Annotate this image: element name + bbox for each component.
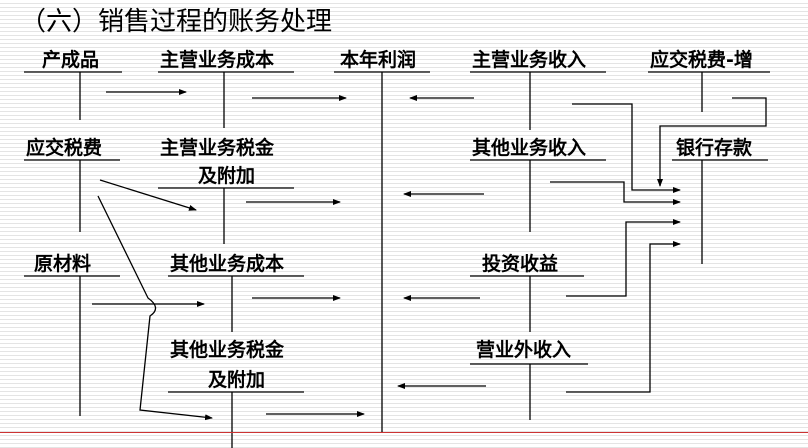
account-raw-materials: 原材料 bbox=[34, 253, 92, 275]
account-main-business-income: 主营业务收入 bbox=[472, 49, 587, 71]
arrow-taxes-to-other-tax bbox=[97, 195, 213, 421]
account-other-business-cost: 其他业务成本 bbox=[170, 253, 285, 275]
arrow-vat-to-bank bbox=[657, 97, 767, 187]
account-other-business-income: 其他业务收入 bbox=[472, 137, 587, 159]
account-main-business-tax-line1: 主营业务税金 bbox=[160, 137, 275, 159]
arrow-investment-to-bank bbox=[566, 219, 681, 297]
account-other-business-tax-line2: 及附加 bbox=[208, 369, 266, 391]
account-annual-profit: 本年利润 bbox=[340, 49, 417, 71]
account-main-business-cost: 主营业务成本 bbox=[160, 49, 275, 71]
arrow-income-to-bank bbox=[572, 103, 681, 193]
bottom-rule bbox=[0, 432, 808, 433]
account-main-business-tax-line2: 及附加 bbox=[198, 165, 256, 187]
slide-title: （六）销售过程的账务处理 bbox=[20, 7, 333, 37]
account-investment-income: 投资收益 bbox=[482, 253, 559, 275]
account-finished-goods: 产成品 bbox=[42, 49, 100, 71]
arrow-taxes-to-tax-expense bbox=[99, 179, 197, 211]
arrow-other-income-to-bank bbox=[550, 181, 681, 205]
account-bank-deposit: 银行存款 bbox=[676, 137, 753, 159]
account-taxes-payable: 应交税费 bbox=[26, 137, 103, 159]
account-non-operating-income: 营业外收入 bbox=[476, 339, 572, 361]
arrow-non-operating-to-bank bbox=[566, 241, 681, 393]
account-other-business-tax-line1: 其他业务税金 bbox=[170, 339, 285, 361]
account-vat-payable: 应交税费-增 bbox=[650, 49, 753, 71]
